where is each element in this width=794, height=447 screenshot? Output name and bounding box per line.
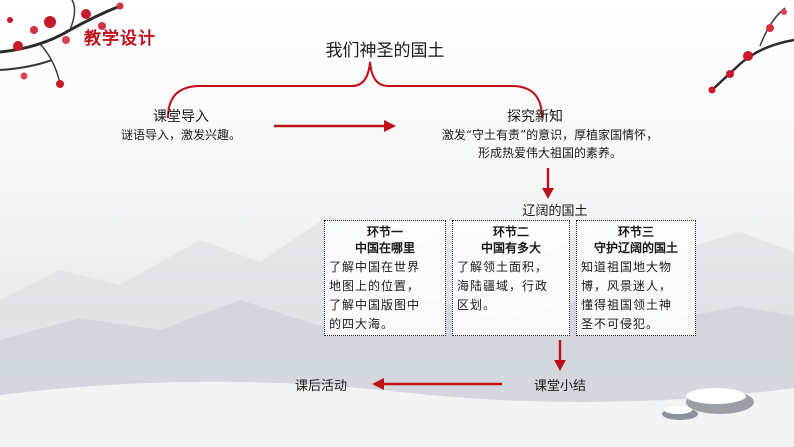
plum-branch-right: [708, 7, 794, 94]
section-2-label: 环节二: [492, 225, 529, 239]
section-box-3: 环节三 守护辽阔的国土 知道祖国地大物 博，风景迷人， 懂得祖国领土神 圣不可侵…: [576, 220, 696, 336]
node-intro-desc: 谜语导入，激发兴趣。: [120, 128, 241, 142]
section-2-title: 中国有多大: [480, 241, 541, 255]
node-intro: 课堂导入 谜语导入，激发兴趣。: [118, 106, 244, 144]
section-1-label: 环节一: [366, 225, 403, 239]
section-1-line: 了解中国版图中: [329, 298, 421, 312]
node-explore-desc-2: 形成热爱伟大祖国的素养。: [477, 146, 622, 160]
node-vast-title: 辽阔的国土: [522, 204, 588, 219]
section-3-line: 博，风景迷人，: [581, 279, 673, 293]
node-explore-desc-1: 激发“守土有责”的意识，厚植家国情怀，: [441, 128, 659, 142]
node-summary-title: 课堂小结: [533, 379, 586, 394]
section-2-desc: 了解领土面积， 海陆疆域，行政 区划。: [457, 258, 565, 315]
section-tag: 教学设计: [84, 29, 156, 49]
plum-branch-left: [0, 0, 124, 88]
section-3-line: 知道祖国地大物: [581, 260, 673, 274]
section-box-2: 环节二 中国有多大 了解领土面积， 海陆疆域，行政 区划。: [452, 220, 570, 336]
section-1-line: 地图上的位置，: [329, 279, 421, 293]
node-explore: 探究新知 激发“守土有责”的意识，厚植家国情怀， 形成热爱伟大祖国的素养。: [410, 106, 690, 162]
page-title: 我们神圣的国土: [325, 41, 445, 61]
node-explore-title: 探究新知: [507, 109, 563, 125]
section-2-line: 海陆疆域，行政: [457, 279, 549, 293]
section-2-line: 了解领土面积，: [457, 260, 549, 274]
snow-rocks: [662, 388, 754, 420]
section-2-line: 区划。: [457, 298, 497, 312]
snow-ground: [0, 381, 794, 447]
section-box-1: 环节一 中国在哪里 了解中国在世界 地图上的位置， 了解中国版图中 的四大海。: [324, 220, 446, 336]
section-1-line: 了解中国在世界: [329, 260, 421, 274]
section-1-title: 中国在哪里: [354, 241, 415, 255]
section-3-line: 懂得祖国领土神: [581, 298, 673, 312]
node-intro-title: 课堂导入: [153, 109, 209, 125]
title-brace: [167, 61, 543, 119]
section-1-desc: 了解中国在世界 地图上的位置， 了解中国版图中 的四大海。: [329, 258, 441, 334]
section-3-line: 圣不可侵犯。: [581, 317, 660, 331]
section-1-line: 的四大海。: [329, 317, 395, 331]
node-after-title: 课后活动: [294, 379, 347, 394]
section-3-title: 守护辽阔的国土: [593, 241, 678, 255]
section-3-label: 环节三: [617, 225, 654, 239]
section-3-desc: 知道祖国地大物 博，风景迷人， 懂得祖国领土神 圣不可侵犯。: [581, 258, 691, 334]
